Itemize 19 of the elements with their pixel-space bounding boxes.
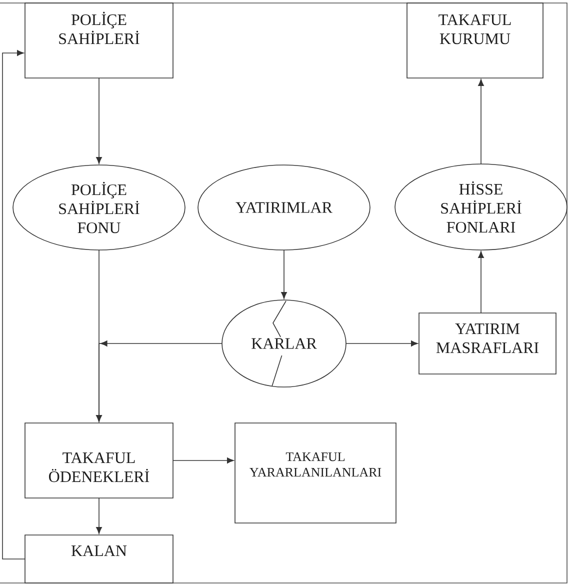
arrow [346, 340, 418, 346]
process-box: KALAN [24, 534, 174, 584]
process-box: POLİÇE SAHİPLERİ [24, 2, 174, 78]
arrow [478, 251, 484, 314]
arrow [281, 250, 287, 299]
arrow [96, 340, 222, 422]
process-box: TAKAFUL YARARLANILANLARI [234, 422, 396, 524]
process-box: TAKAFUL KURUMU [406, 2, 544, 78]
arrow [96, 78, 102, 164]
ellipse-node: HİSSE SAHİPLERİ FONLARI [394, 164, 568, 250]
process-box: TAKAFUL ÖDENEKLERİ [24, 422, 174, 498]
process-box: YATIRIM MASRAFLARI [418, 312, 556, 374]
ellipse-node: KARLAR [222, 300, 346, 388]
arrow [172, 458, 234, 464]
arrow [478, 79, 484, 164]
ellipse-node: YATIRIMLAR [198, 164, 370, 250]
arrow [96, 498, 102, 534]
arrow [2, 50, 26, 560]
ellipse-node: POLİÇE SAHİPLERİ FONU [12, 164, 186, 250]
